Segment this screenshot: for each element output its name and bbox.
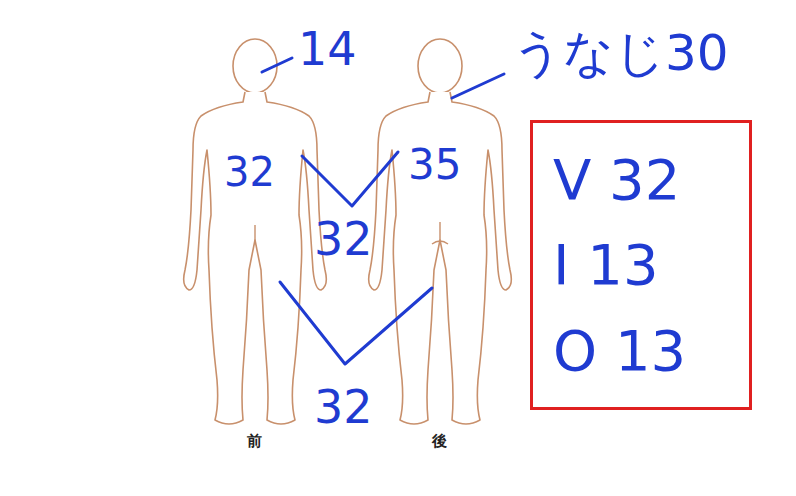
callout-number: 35 [408,142,461,188]
callout-number: 32 [314,214,373,265]
score-entry: V 32 [553,149,729,211]
front-figure [184,39,327,424]
view-label: 前 [247,433,262,450]
leader-lines [262,58,504,364]
score-entry: O 13 [553,320,729,382]
view-label: 後 [432,433,447,450]
callout-label: うなじ30 [512,26,729,81]
callout-number: 14 [298,24,357,75]
score-entry: I 13 [553,234,729,296]
callout-number: 32 [314,382,373,433]
callout-number: 32 [224,150,275,194]
back-figure [369,39,512,424]
score-box: V 32 I 13 O 13 [530,120,752,410]
